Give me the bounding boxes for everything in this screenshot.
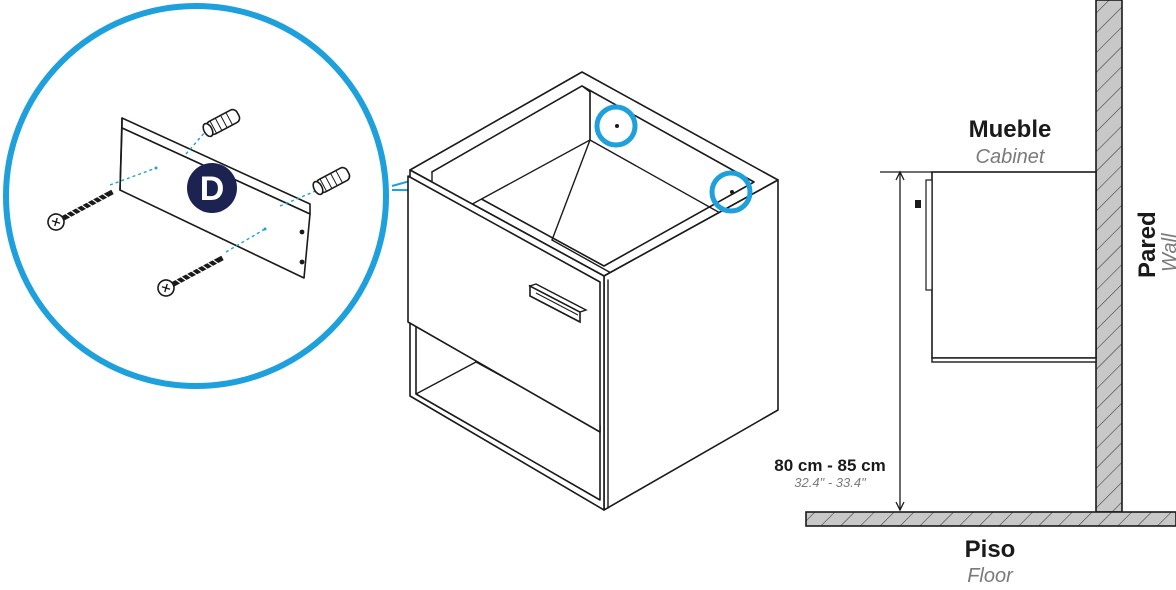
cabinet-label: Mueble (969, 116, 1052, 143)
wall-anchor-icon (312, 166, 351, 196)
step-badge: D (187, 163, 237, 213)
detail-callout: D (3, 3, 717, 389)
cabinet-label-en: Cabinet (976, 146, 1046, 168)
height-label-in: 32.4" - 33.4" (794, 475, 867, 490)
mounting-hole-highlight-left (594, 104, 638, 148)
floor-label: Piso (965, 536, 1016, 563)
height-dimension (880, 170, 932, 512)
drawer-handle (528, 283, 588, 324)
wall-anchor-icon (202, 108, 241, 138)
cabinet-isometric (407, 71, 779, 511)
wall-label: Pared (1134, 211, 1161, 278)
wall (1095, 0, 1123, 513)
screw-icon (47, 189, 114, 231)
cabinet-profile (931, 171, 1097, 359)
detail-circle (3, 3, 389, 389)
floor-label-en: Floor (967, 565, 1014, 587)
side-elevation (805, 0, 1176, 527)
cabinet-drawer-front (407, 175, 601, 433)
step-badge-letter: D (200, 170, 225, 208)
guide-lines (109, 131, 319, 253)
floor (805, 511, 1176, 527)
mounting-hole-highlight-right (709, 170, 753, 214)
screw-icon (157, 255, 224, 297)
height-label-cm: 80 cm - 85 cm (774, 456, 886, 475)
wall-label-en: Wall (1159, 233, 1176, 272)
